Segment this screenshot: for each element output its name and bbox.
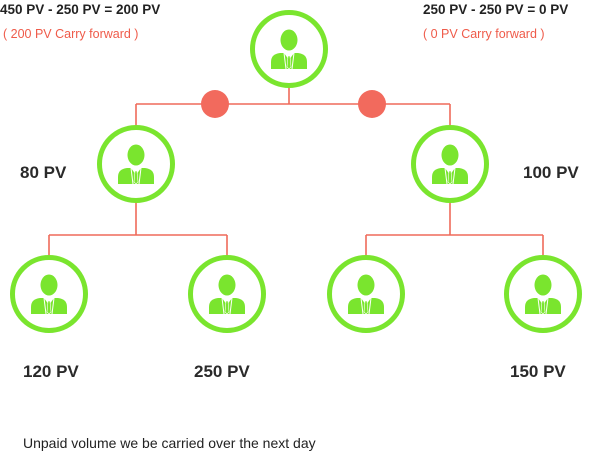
right-left-member-node: [327, 255, 405, 333]
footer-note: Unpaid volume we be carried over the nex…: [23, 435, 316, 451]
right-member-pv: 100 PV: [523, 163, 579, 182]
right-right-member-node: [504, 255, 582, 333]
person-icon: [347, 274, 385, 315]
person-icon: [208, 274, 246, 315]
right-right-member-pv: 150 PV: [510, 362, 566, 381]
person-icon: [270, 29, 308, 70]
left-carry-note: ( 200 PV Carry forward ): [3, 27, 139, 41]
left-member-pv: 80 PV: [20, 163, 67, 182]
left-junction-dot: [201, 90, 229, 118]
connector-lines: [48, 88, 544, 255]
right-equation: 250 PV - 250 PV = 0 PV: [423, 2, 569, 17]
person-icon: [431, 144, 469, 185]
person-icon: [524, 274, 562, 315]
right-junction-dot: [358, 90, 386, 118]
left-left-member-pv: 120 PV: [23, 362, 79, 381]
left-member-node: [97, 125, 175, 203]
person-icon: [117, 144, 155, 185]
left-left-member-node: [10, 255, 88, 333]
left-right-member-pv: 250 PV: [194, 362, 250, 381]
person-icon: [30, 274, 68, 315]
root-member-node: [250, 10, 328, 88]
right-carry-note: ( 0 PV Carry forward ): [423, 27, 545, 41]
right-member-node: [411, 125, 489, 203]
left-right-member-node: [188, 255, 266, 333]
left-equation: 450 PV - 250 PV = 200 PV: [0, 2, 161, 17]
